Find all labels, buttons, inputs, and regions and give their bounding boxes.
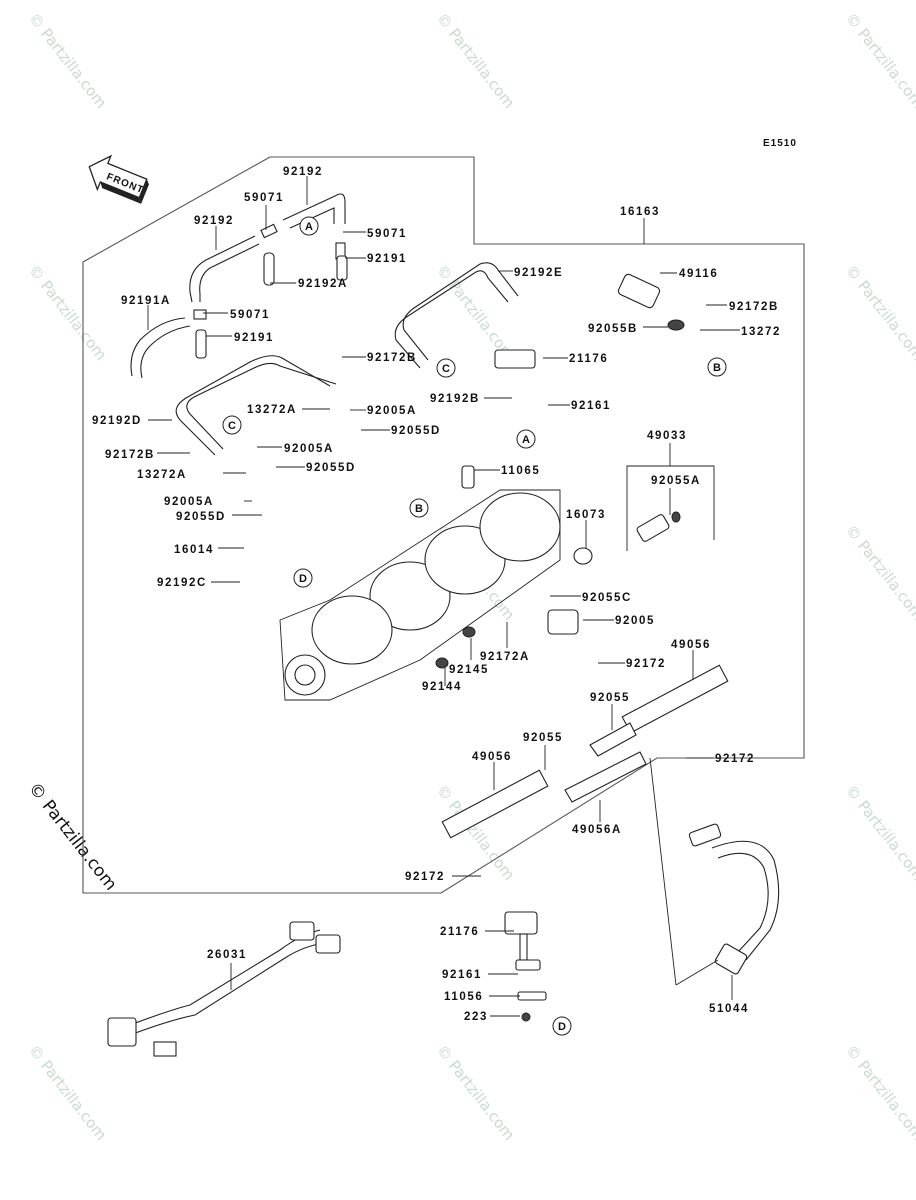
part-label[interactable]: 13272 (741, 326, 781, 338)
part-label[interactable]: 92192 (283, 166, 323, 178)
part-label[interactable]: 92172B (105, 449, 155, 461)
part-label[interactable]: 49056A (572, 824, 622, 836)
part-label[interactable]: 92192C (157, 577, 207, 589)
ref-marker-a: A (299, 216, 319, 236)
svg-text:D: D (558, 1021, 566, 1033)
part-label[interactable]: 26031 (207, 949, 247, 961)
watermark: © Partzilla.com (25, 9, 110, 111)
part-label[interactable]: 11056 (444, 991, 483, 1003)
part-label[interactable]: 13272A (137, 469, 187, 481)
svg-text:B: B (415, 503, 423, 515)
ref-marker-c: C (436, 358, 456, 378)
ref-markers: A A B B C C D D (222, 216, 727, 1036)
part-label[interactable]: 16073 (566, 509, 606, 521)
ref-marker-b: B (409, 498, 429, 518)
part-label[interactable]: 92005A (367, 405, 417, 417)
leader-lines (147, 176, 740, 1017)
watermark: © Partzilla.com (842, 9, 916, 111)
part-label[interactable]: 49056 (671, 639, 711, 651)
hose-assembly-top (130, 193, 348, 379)
part-label[interactable]: 49033 (647, 430, 687, 442)
part-label[interactable]: 21176 (569, 353, 608, 365)
part-label[interactable]: 59071 (367, 228, 407, 240)
watermark: © Partzilla.com (433, 261, 518, 363)
watermark: © Partzilla.com (842, 261, 916, 363)
svg-text:A: A (305, 221, 313, 233)
part-label[interactable]: 92172 (405, 871, 445, 883)
svg-text:C: C (228, 420, 236, 432)
bracket-49033 (626, 443, 715, 551)
part-label[interactable]: 92192D (92, 415, 142, 427)
part-label[interactable]: 92005A (164, 496, 214, 508)
ref-marker-b: B (707, 357, 727, 377)
part-label[interactable]: 92172B (367, 352, 417, 364)
part-label[interactable]: 92005 (615, 615, 655, 627)
hose-92192E (394, 262, 519, 369)
part-label[interactable]: 223 (464, 1011, 488, 1023)
part-label[interactable]: 92145 (449, 664, 489, 676)
part-label[interactable]: 92055 (590, 692, 630, 704)
watermark: © Partzilla.com (842, 1041, 916, 1143)
svg-text:D: D (299, 573, 307, 585)
watermark-main: © Partzilla.com (24, 779, 121, 895)
part-label[interactable]: 92055C (582, 592, 632, 604)
part-label[interactable]: 92055A (651, 475, 701, 487)
front-arrow: FRONT (88, 154, 149, 204)
part-label[interactable]: 92192 (194, 215, 234, 227)
tps-assembly-bottom (504, 911, 547, 1022)
part-label[interactable]: 92192E (514, 267, 563, 279)
part-label[interactable]: 92055B (588, 323, 638, 335)
part-label[interactable]: 92192B (430, 393, 480, 405)
part-label[interactable]: 49056 (472, 751, 512, 763)
fuel-hose-51044 (649, 757, 780, 986)
hose-92192D (175, 355, 337, 456)
ref-marker-d: D (552, 1016, 572, 1036)
svg-text:C: C (442, 363, 450, 375)
part-label[interactable]: 92191A (121, 295, 171, 307)
part-label[interactable]: 92161 (442, 969, 482, 981)
ref-marker-d: D (293, 568, 313, 588)
part-label[interactable]: 92144 (422, 681, 462, 693)
watermark: © Partzilla.com (25, 1041, 110, 1143)
part-label[interactable]: 92055D (391, 425, 441, 437)
part-label[interactable]: 92172A (480, 651, 530, 663)
part-label[interactable]: 51044 (709, 1003, 749, 1015)
watermark: © Partzilla.com (433, 9, 518, 111)
watermark: © Partzilla.com (433, 1041, 518, 1143)
part-label[interactable]: 92191 (234, 332, 274, 344)
watermark: © Partzilla.com (842, 521, 916, 623)
part-label[interactable]: 59071 (230, 309, 270, 321)
part-label[interactable]: 92055 (523, 732, 563, 744)
part-label[interactable]: 92172 (626, 658, 666, 670)
ref-marker-a: A (516, 429, 536, 449)
watermark: © Partzilla.com (842, 781, 916, 883)
fuel-rails (441, 664, 729, 839)
part-label[interactable]: 49116 (679, 268, 718, 280)
part-label[interactable]: 92161 (571, 400, 611, 412)
svg-text:A: A (522, 434, 530, 446)
throttle-body (279, 489, 561, 701)
part-label[interactable]: 92172B (729, 301, 779, 313)
part-label[interactable]: 92005A (284, 443, 334, 455)
part-label[interactable]: 16163 (620, 206, 660, 218)
part-labels: 92192 59071 59071 92191 92192 92192A 921… (92, 166, 781, 1023)
sensor-parts (435, 273, 685, 669)
part-label[interactable]: 11065 (501, 465, 540, 477)
wiring-harness-26031 (107, 921, 341, 1057)
ref-marker-c: C (222, 415, 242, 435)
part-label[interactable]: 92172 (715, 753, 755, 765)
part-label[interactable]: 92191 (367, 253, 407, 265)
part-label[interactable]: 59071 (244, 192, 284, 204)
part-label[interactable]: 16014 (174, 544, 214, 556)
part-label[interactable]: 92192A (298, 278, 348, 290)
assembly-frame-16163 (82, 156, 805, 894)
part-label[interactable]: 13272A (247, 404, 297, 416)
svg-text:B: B (713, 362, 721, 374)
watermark: © Partzilla.com (25, 261, 110, 363)
part-label[interactable]: 92055D (306, 462, 356, 474)
part-label[interactable]: 21176 (440, 926, 479, 938)
part-label[interactable]: 92055D (176, 511, 226, 523)
diagram-code: E1510 (763, 138, 797, 149)
